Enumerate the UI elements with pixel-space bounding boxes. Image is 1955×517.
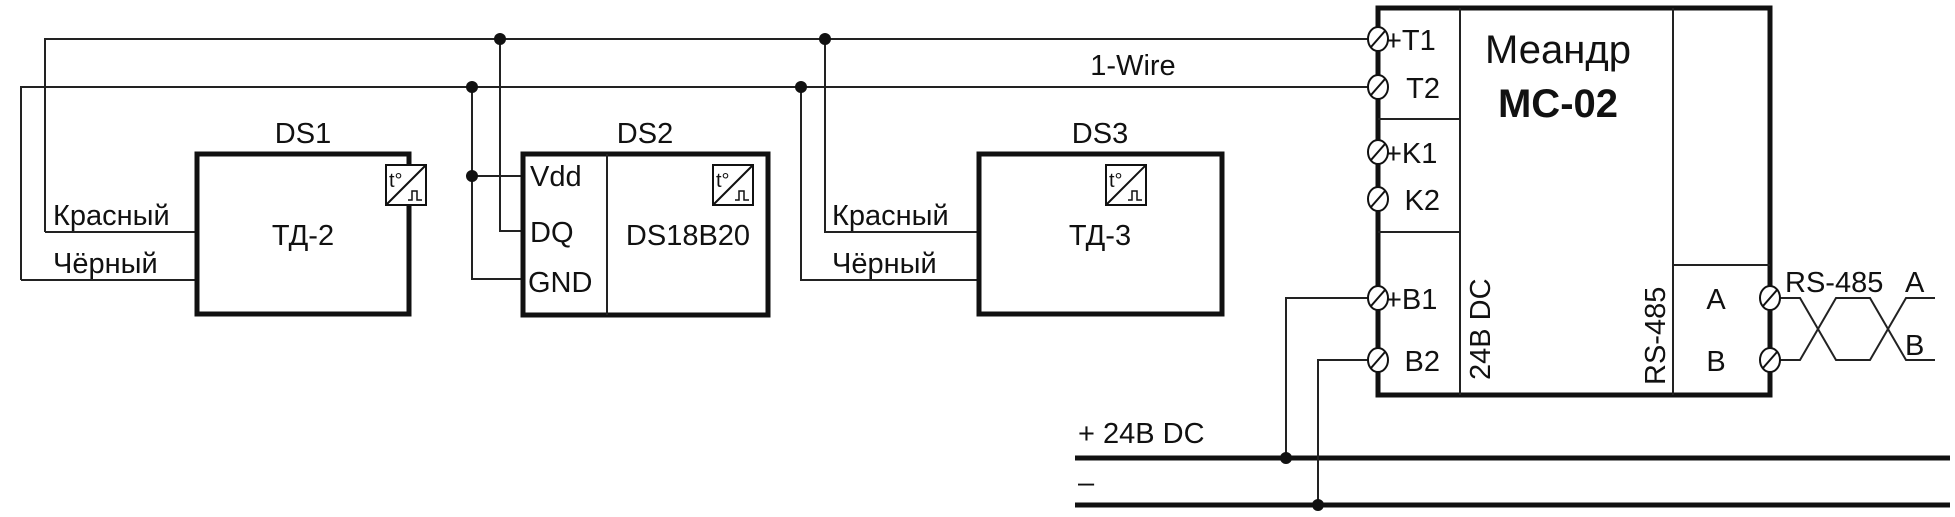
ds2-gnd-wire (471, 87, 523, 280)
rs485-line-label: RS-485 (1785, 267, 1883, 299)
sensor-ds3: DS3 t° ТД-3 (976, 118, 1225, 317)
junction-dot (795, 81, 807, 93)
sensor-model: ТД-2 (272, 220, 334, 252)
terminal-label-b: B (1706, 346, 1725, 378)
temperature-to-pulse-icon: t° (712, 164, 754, 206)
svg-text:t°: t° (389, 170, 403, 192)
terminal-label-k2: K2 (1405, 185, 1440, 217)
junction-dot (466, 81, 478, 93)
sensor-ds1: DS1 t° ТД-2 (194, 118, 427, 317)
power-group-label: 24В DC (1465, 278, 1497, 380)
screw-terminal-icon (1759, 285, 1781, 311)
controller-box (1375, 5, 1773, 398)
rs485-line-a-label: A (1905, 267, 1925, 299)
pin-label-gnd: GND (528, 267, 592, 299)
ds3-black-wire-label: Чёрный (832, 248, 937, 280)
terminal-label-t2: T2 (1406, 73, 1440, 105)
rs485-wire-b (1770, 297, 1935, 361)
screw-terminal-icon (1367, 186, 1389, 212)
terminal-label-a: A (1706, 284, 1726, 316)
controller-model: МС-02 (1498, 82, 1618, 126)
sensor-box (976, 151, 1225, 317)
ds3-black-wire (800, 87, 979, 281)
sensor-ref: DS3 (1072, 118, 1128, 150)
screw-terminal-icon (1759, 347, 1781, 373)
controller-name: Меандр (1485, 28, 1631, 72)
ds3-red-wire (824, 39, 979, 233)
junction-dot (466, 170, 478, 182)
power-rail-negative-label: – (1078, 467, 1095, 499)
temperature-to-pulse-icon: t° (385, 164, 427, 206)
svg-text:t°: t° (716, 170, 730, 192)
svg-text:t°: t° (1109, 170, 1123, 192)
sensor-ref: DS1 (275, 118, 331, 150)
terminal-label-k1: +K1 (1385, 138, 1437, 170)
screw-terminal-icon (1367, 347, 1389, 373)
bus-wire-t1 (44, 38, 1378, 232)
temperature-to-pulse-icon: t° (1105, 164, 1147, 206)
sensor-model: ТД-3 (1069, 220, 1131, 252)
pin-label-dq: DQ (530, 217, 574, 249)
junction-dot (494, 33, 506, 45)
b1-power-wire (1285, 297, 1378, 458)
ds1-black-wire-label: Чёрный (53, 248, 158, 280)
sensor-box (194, 151, 412, 317)
screw-terminal-icon (1367, 74, 1389, 100)
terminal-label-b2: B2 (1405, 346, 1440, 378)
sensor-ref: DS2 (617, 118, 673, 150)
ds3-red-wire-label: Красный (832, 200, 949, 232)
sensor-model: DS18B20 (626, 220, 750, 252)
bus-label: 1-Wire (1090, 50, 1175, 82)
controller-mc02: Меандр МС-02 +T1 T2 +K1 K2 +B1 B2 24В DC… (1375, 5, 1773, 398)
ds2-dq-wire (499, 39, 523, 232)
sensor-ds2: DS2 Vdd DQ GND t° DS18B20 (520, 118, 771, 318)
junction-dot (1280, 452, 1292, 464)
screw-terminal-icon (1367, 285, 1389, 311)
screw-terminal-icon (1367, 139, 1389, 165)
screw-terminal-icon (1367, 26, 1389, 52)
rs485-group-label: RS-485 (1640, 287, 1672, 385)
terminal-label-t1: +T1 (1385, 25, 1436, 57)
b2-power-wire (1317, 359, 1378, 505)
rs485-wire-a (1770, 297, 1935, 361)
terminal-label-b1: +B1 (1385, 284, 1437, 316)
bus-wire-t2 (20, 86, 1378, 280)
pin-label-vdd: Vdd (530, 161, 582, 193)
junction-dot (819, 33, 831, 45)
rs485-line-b-label: B (1905, 330, 1924, 362)
power-rail-positive-label: + 24В DC (1078, 418, 1205, 450)
ds1-red-wire-label: Красный (53, 200, 170, 232)
junction-dot (1312, 499, 1324, 511)
